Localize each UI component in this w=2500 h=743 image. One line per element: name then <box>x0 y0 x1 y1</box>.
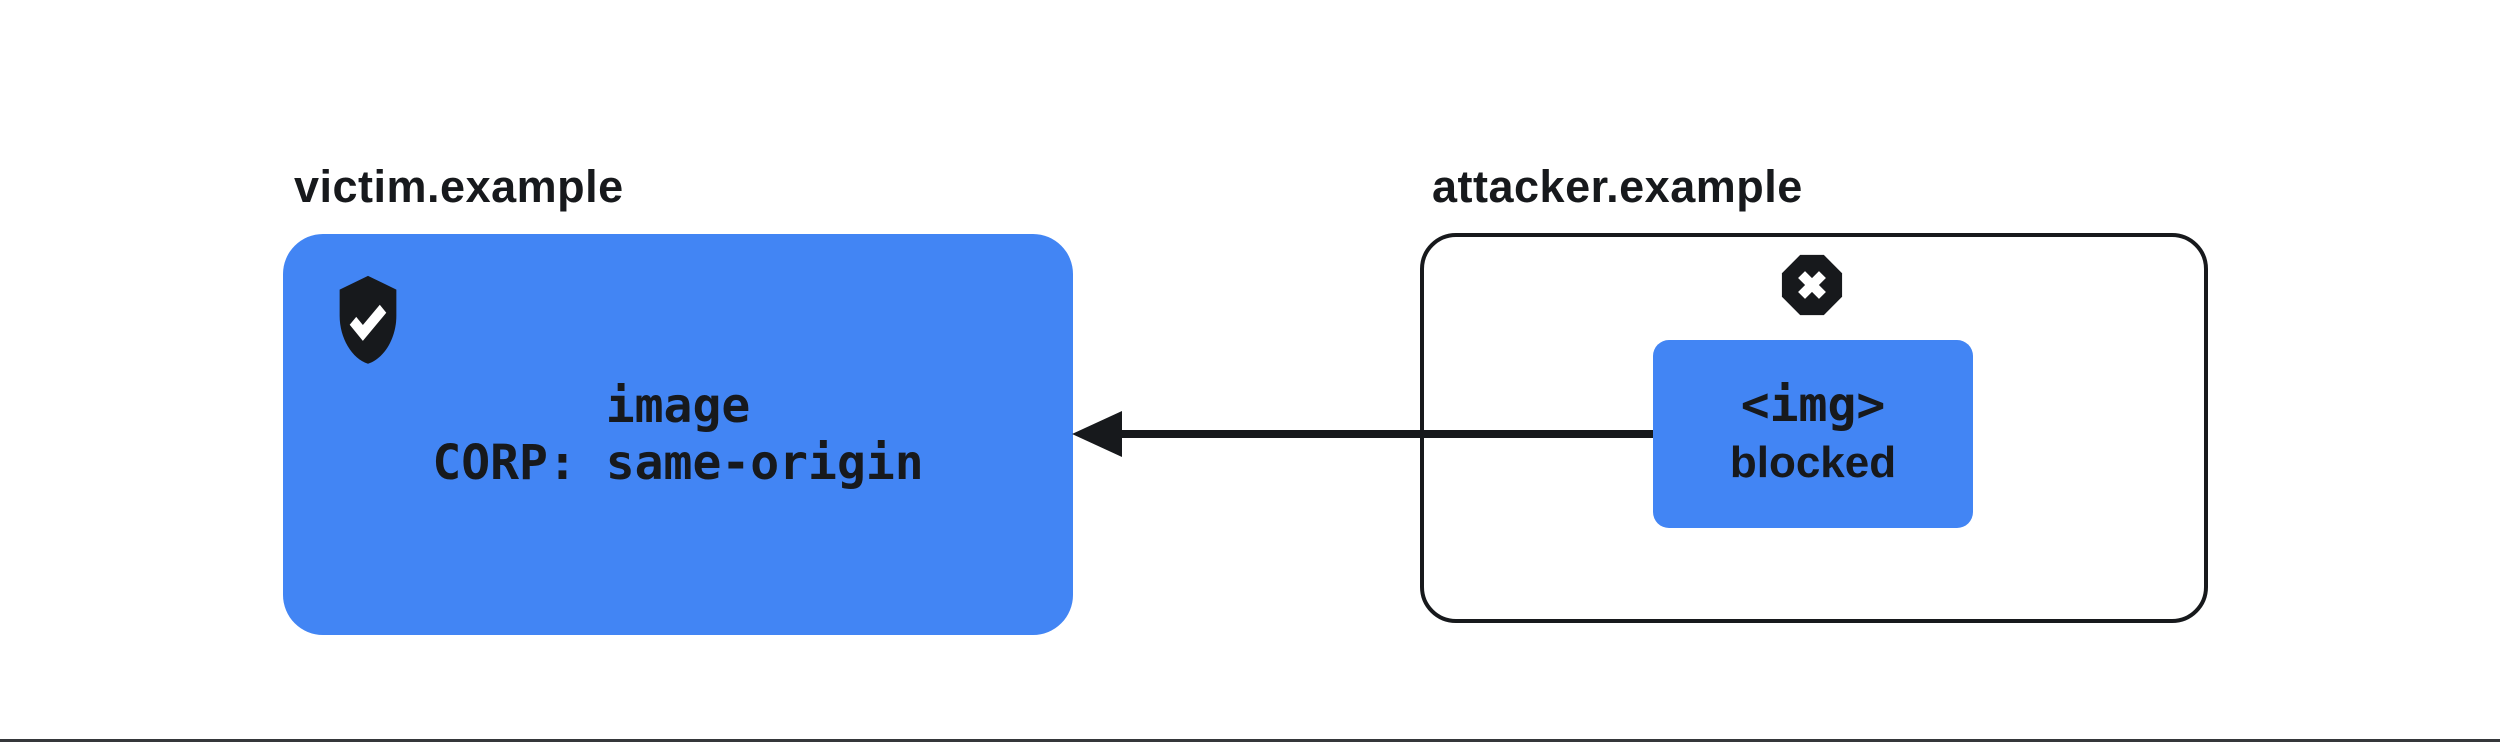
victim-resource-card: image CORP: same-origin <box>283 234 1073 635</box>
victim-domain-label: victim.example <box>294 161 624 212</box>
shield-check-icon <box>327 270 409 375</box>
blocked-request-card: <img> blocked <box>1653 340 1973 528</box>
attacker-domain-label: attacker.example <box>1432 161 1803 212</box>
blocked-request-arrow <box>1072 411 1658 457</box>
x-octagon-icon <box>1774 247 1850 328</box>
bottom-divider-line <box>0 739 2500 742</box>
victim-card-resource-line: image <box>605 377 751 434</box>
victim-card-corp-header-line: CORP: same-origin <box>432 434 924 491</box>
blocked-card-img-tag-line: <img> <box>1740 377 1886 433</box>
blocked-card-status-line: blocked <box>1729 438 1897 487</box>
